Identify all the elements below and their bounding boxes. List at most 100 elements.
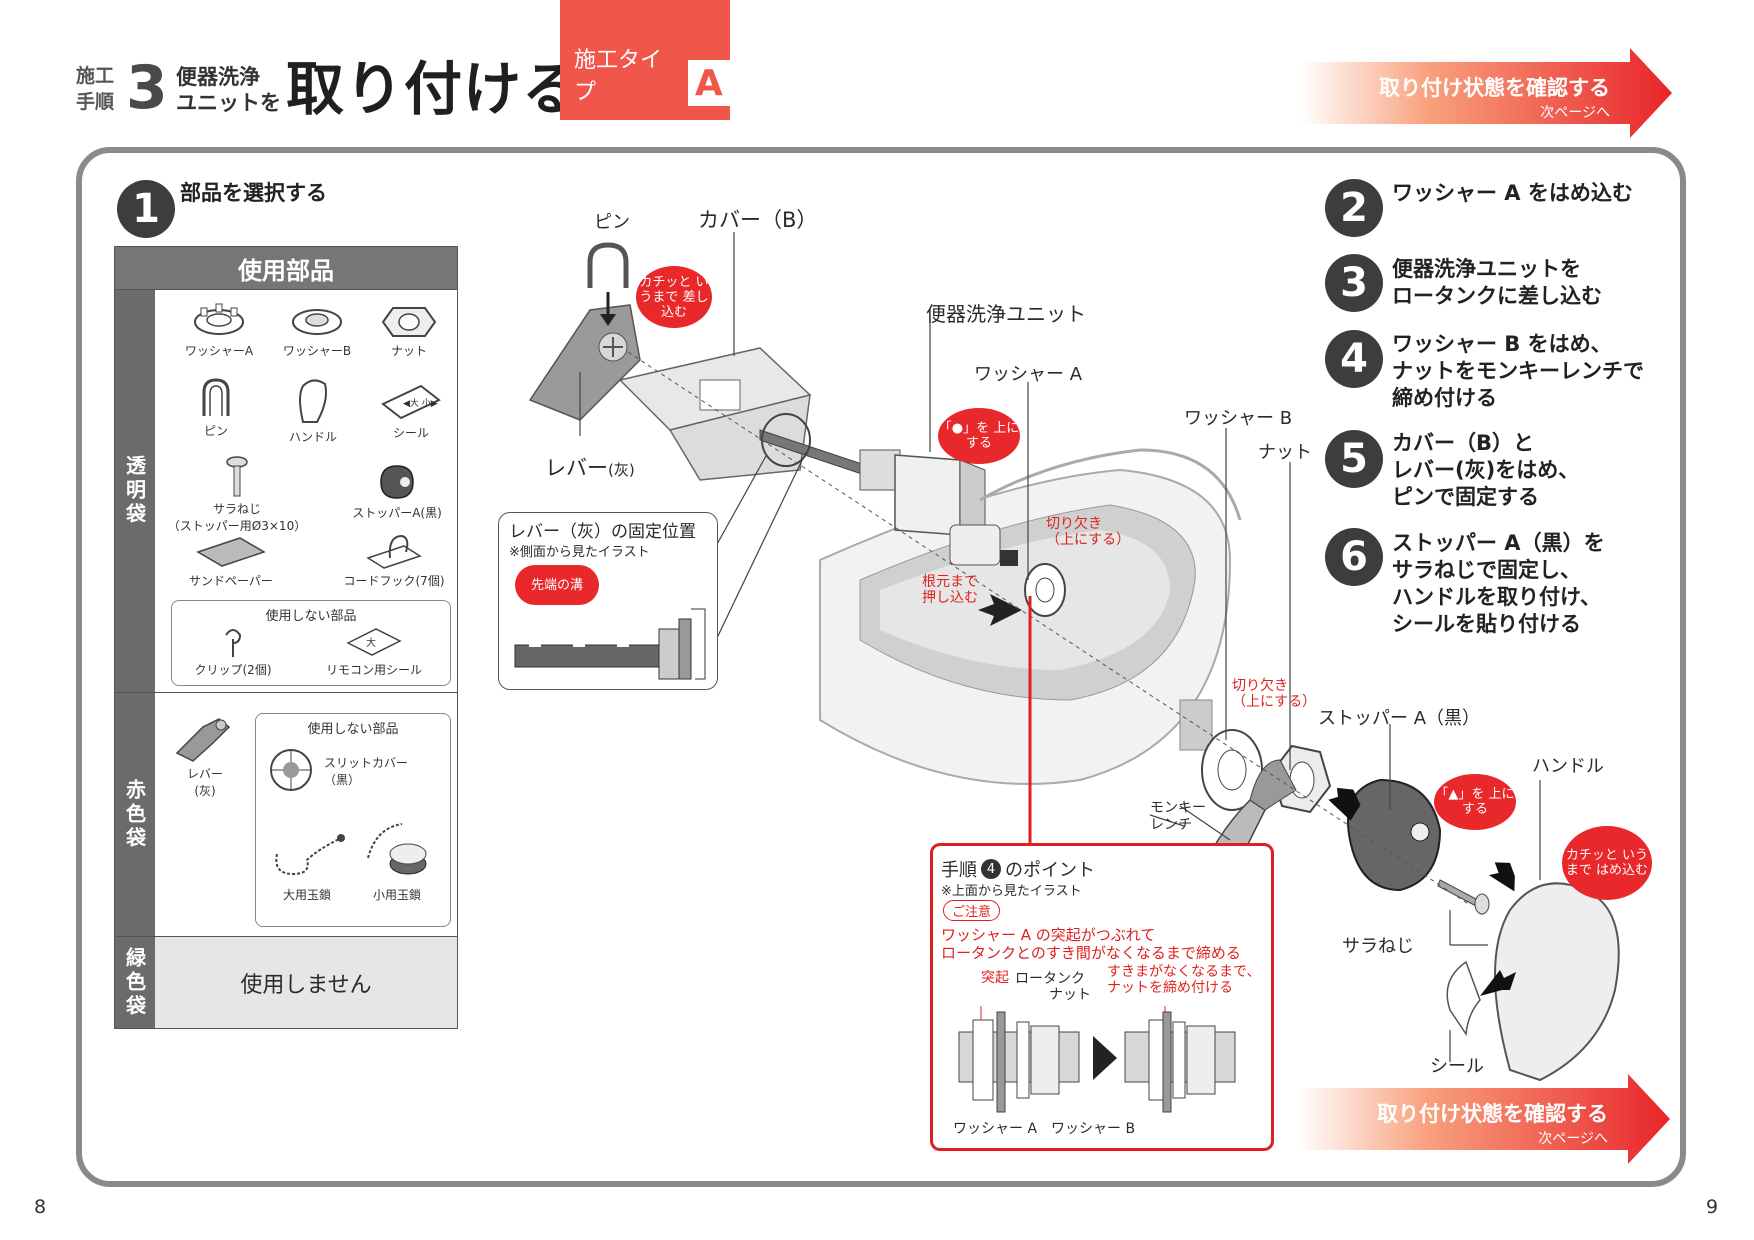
step-word-1: 施工 <box>76 65 115 87</box>
label-notch-up-2: 切り欠き（上にする） <box>1232 678 1316 710</box>
part-label: コードフック(7個) <box>343 574 445 588</box>
tip-groove-bubble: 先端の溝 <box>515 565 599 605</box>
red-bag-row: 赤色袋 レバー (灰) 使用しない部品 スリットカバー （黒） 大用玉鎖 <box>115 692 457 936</box>
label-stopper-a: ストッパー A（黒） <box>1318 708 1481 729</box>
seal-illustration <box>1446 960 1481 1037</box>
triangle-bubble: 「▲」を 上にする <box>1434 774 1516 830</box>
green-bag-label: 緑色袋 <box>115 937 155 1028</box>
part-label-color: （黒） <box>324 773 361 787</box>
red-bag-label: 赤色袋 <box>115 693 155 936</box>
point-title-post: のポイント <box>1005 860 1095 881</box>
part-label-spec: （ストッパー用Ø3×10） <box>167 519 307 533</box>
part-label: スリットカバー <box>324 756 409 770</box>
step-line: カバー（B）と <box>1392 431 1535 455</box>
arrow-right-icon <box>1300 48 1672 138</box>
main-frame <box>76 147 1686 1187</box>
seal-arrow-icon <box>1480 970 1516 996</box>
point-subtitle: ※上面から見たイラスト <box>941 884 1082 899</box>
next-page-banner-bottom[interactable]: 取り付け状態を確認する 次ページへ <box>1298 1074 1670 1164</box>
part-sandpaper: サンドペーパー <box>171 534 291 589</box>
arrow-right-icon <box>1298 1074 1670 1164</box>
label-point-washer-b: ワッシャー B <box>1051 1121 1136 1137</box>
push-in-text: 根元まで <box>922 574 978 590</box>
label-notch-up-1: 切り欠き（上にする） <box>1046 516 1130 548</box>
next-page-sub: 次ページへ <box>1538 1131 1608 1147</box>
step-2-number: 2 <box>1325 179 1383 237</box>
screw-illustration <box>1437 879 1490 915</box>
title-small-2: ユニットを <box>176 91 281 115</box>
parts-table-title: 使用部品 <box>115 247 457 289</box>
lever-position-inset: レバー（灰）の固定位置 ※側面から見たイラスト 先端の溝 <box>498 512 718 690</box>
step-word-2: 手順 <box>76 91 115 113</box>
part-label: サンドペーパー <box>189 574 273 588</box>
point-title-pre: 手順 <box>941 860 977 881</box>
next-page-banner-top[interactable]: 取り付け状態を確認する 次ページへ <box>1300 48 1672 138</box>
part-pin: ピン <box>181 376 251 439</box>
step-line: 締め付ける <box>1392 386 1497 410</box>
clear-bag-unused-box: 使用しない部品 クリップ(2個) 大 リモコン用シール <box>171 600 451 686</box>
part-stopper-a: ストッパーA(黒) <box>337 462 457 521</box>
tighten-line: すきまがなくなるまで、 <box>1107 964 1261 980</box>
step-line: シールを貼り付ける <box>1392 612 1581 636</box>
parts-table: 使用部品 透明袋 ワッシャーA ワッシャーB ナット ピン <box>114 246 458 1029</box>
caution-line: ワッシャー A の突起がつぶれて <box>941 926 1156 944</box>
step-line: レバー(灰)をはめ、 <box>1392 458 1580 482</box>
clear-bag-row: 透明袋 ワッシャーA ワッシャーB ナット ピン ハンドル <box>115 289 457 692</box>
push-in-sub-text: 押し込む <box>922 590 978 606</box>
step-line: ワッシャー A をはめ込む <box>1392 181 1633 205</box>
step-5-text: カバー（B）と レバー(灰)をはめ、 ピンで固定する <box>1392 430 1579 511</box>
svg-text:大: 大 <box>366 636 376 649</box>
seal-icon: ◀大 小▶ <box>381 384 441 420</box>
part-label: レバー <box>186 767 223 781</box>
part-label: シール <box>392 426 429 440</box>
part-small-chain: 小用玉鎖 <box>352 818 442 903</box>
nut-icon <box>381 307 437 337</box>
wrench-text: モンキー <box>1150 800 1206 816</box>
next-page-main: 取り付け状態を確認する <box>1377 1102 1608 1126</box>
tighten-line: ナットを締め付ける <box>1107 980 1233 996</box>
label-protrusion: 突起 <box>981 970 1009 986</box>
clear-bag-label: 透明袋 <box>115 290 155 692</box>
construction-type-badge: 施工タイプ A <box>560 0 730 120</box>
clip-icon <box>225 629 242 657</box>
part-label: リモコン用シール <box>325 663 422 677</box>
step-line: ワッシャー B をはめ、 <box>1392 332 1612 356</box>
step-3-number: 3 <box>1325 254 1383 312</box>
part-label: サラねじ <box>212 502 261 516</box>
handle-illustration <box>1494 882 1620 1082</box>
lever-illustration <box>528 304 641 421</box>
remote-seal-icon: 大 <box>346 628 402 656</box>
page-number-right: 9 <box>1706 1196 1719 1218</box>
notch-text: 切り欠き <box>1046 516 1102 532</box>
inset-title: レバー（灰）の固定位置 <box>509 522 696 542</box>
label-washer-a: ワッシャー A <box>974 364 1083 385</box>
inset-subtitle: ※側面から見たイラスト <box>509 545 650 560</box>
part-label: ワッシャーB <box>282 344 352 358</box>
part-label: ピン <box>203 424 228 438</box>
label-lever: レバー(灰) <box>545 452 635 482</box>
slit-cover-icon <box>270 749 312 791</box>
part-clip: クリップ(2個) <box>178 623 288 678</box>
stopper-a-illustration <box>1347 778 1442 892</box>
step-4-number: 4 <box>1325 330 1383 388</box>
step-line: ハンドルを取り付け、 <box>1392 585 1601 609</box>
notch-text: 切り欠き <box>1232 678 1288 694</box>
small-chain-icon <box>367 823 427 875</box>
step-1-number: 1 <box>117 180 175 238</box>
washer-b-icon <box>292 309 342 335</box>
next-page-sub: 次ページへ <box>1540 105 1610 121</box>
part-seal: ◀大 小▶ シール <box>373 382 449 441</box>
part-washer-b: ワッシャーB <box>269 300 365 359</box>
label-flush-unit: 便器洗浄ユニット <box>926 302 1086 326</box>
washer-a-icon <box>194 303 244 335</box>
leader-lines <box>579 232 1541 1062</box>
part-label: ハンドル <box>288 430 337 444</box>
pin-icon <box>202 378 230 416</box>
step-4-text: ワッシャー B をはめ、 ナットをモンキーレンチで 締め付ける <box>1392 331 1644 412</box>
part-slit-cover: スリットカバー （黒） <box>266 744 442 796</box>
stopper-a-icon <box>380 465 414 499</box>
lever-icon <box>175 718 231 762</box>
pin-bubble: カチッと いうまで 差し込む <box>636 266 712 328</box>
part-nut: ナット <box>369 300 449 359</box>
